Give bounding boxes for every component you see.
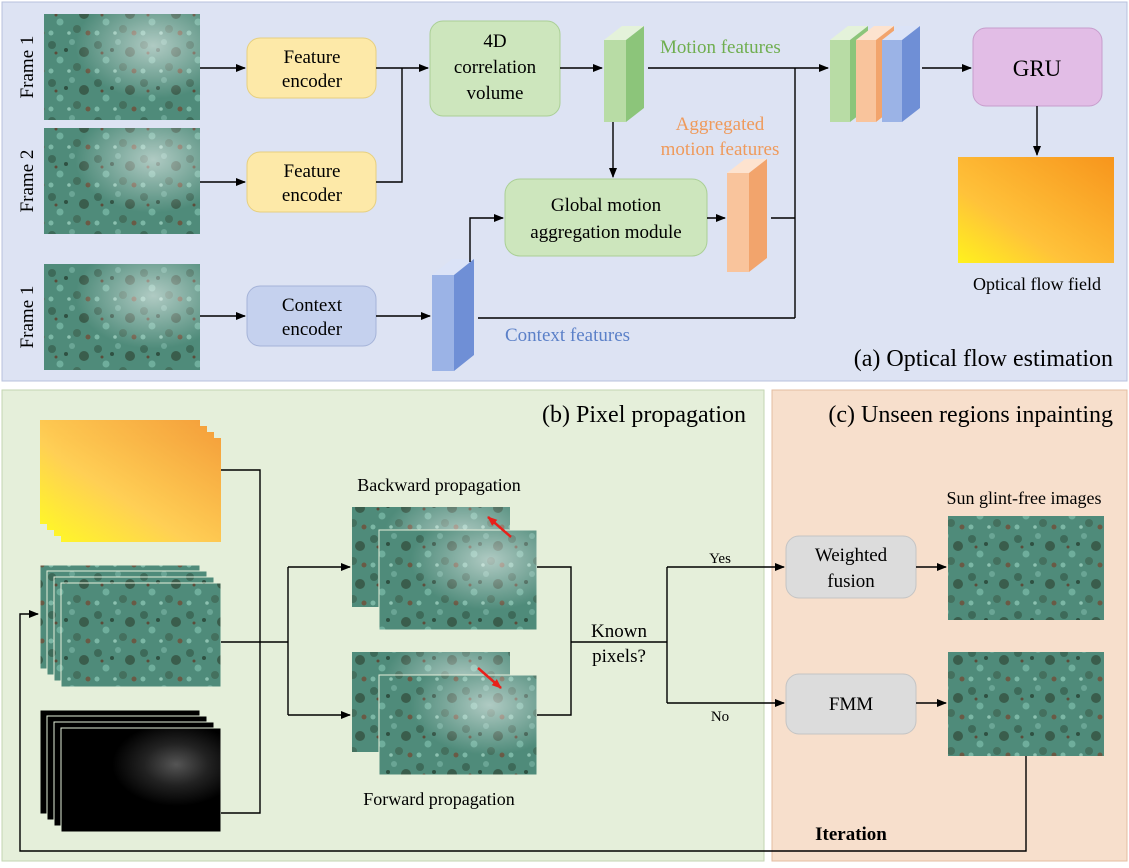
panel-b-title: (b) Pixel propagation — [542, 402, 746, 428]
known-pixels-line1: Known — [591, 621, 647, 642]
frame-1-image-top — [44, 14, 200, 120]
panel-a-connectors — [200, 64, 1041, 320]
feature-encoder-1-line1: Feature — [284, 47, 341, 68]
feature-encoder-2-line2: encoder — [282, 185, 343, 206]
stacked-feature-slabs — [830, 26, 920, 122]
panel-a-title: (a) Optical flow estimation — [854, 346, 1113, 372]
panel-c-title: (c) Unseen regions inpainting — [828, 402, 1113, 428]
global-motion-line2: aggregation module — [530, 222, 681, 243]
panel-c-background — [771, 389, 1128, 862]
frame-2-image — [44, 128, 200, 234]
backward-propagation-label: Backward propagation — [357, 475, 520, 495]
glint-free-image-yes — [948, 516, 1104, 620]
frame-stack — [39, 564, 222, 688]
flow-field-stack — [40, 420, 221, 542]
backward-red-arrow — [487, 516, 512, 538]
gru-label: GRU — [1013, 56, 1062, 81]
aggregated-label-line2: motion features — [661, 139, 780, 160]
frame-1-label-top: Frame 1 — [17, 36, 38, 99]
forward-red-arrow — [477, 667, 502, 689]
correlation-volume-line3: volume — [467, 83, 524, 104]
global-motion-line1: Global motion — [551, 195, 662, 216]
frame-1-image-bottom — [44, 264, 200, 370]
glint-free-image-no — [948, 652, 1104, 756]
correlation-volume-line2: correlation — [454, 57, 537, 78]
mask-stack — [39, 709, 222, 833]
feature-encoder-2-line1: Feature — [284, 161, 341, 182]
fmm-block — [785, 673, 917, 735]
frame-1-label-bottom: Frame 1 — [17, 286, 38, 349]
context-feature-slab — [432, 259, 474, 371]
forward-propagation-label: Forward propagation — [363, 789, 514, 809]
sun-glint-free-label: Sun glint-free images — [947, 488, 1102, 508]
feature-encoder-1-line2: encoder — [282, 71, 343, 92]
forward-propagation-images — [352, 652, 538, 776]
iteration-label: Iteration — [815, 824, 887, 845]
panel-bc-connectors — [19, 469, 1027, 852]
fmm-label: FMM — [829, 694, 873, 715]
backward-propagation-images — [352, 507, 538, 631]
motion-feature-slab — [604, 26, 644, 122]
weighted-fusion-line2: fusion — [827, 571, 875, 592]
no-label: No — [711, 709, 729, 725]
yes-label: Yes — [709, 551, 731, 567]
context-encoder-line2: encoder — [282, 319, 343, 340]
known-pixels-line2: pixels? — [592, 646, 646, 667]
context-encoder-line1: Context — [282, 295, 343, 316]
optical-flow-output — [958, 157, 1114, 263]
frame-2-label: Frame 2 — [17, 150, 38, 213]
context-features-label: Context features — [505, 325, 630, 346]
motion-features-label: Motion features — [660, 37, 781, 58]
optical-flow-field-label: Optical flow field — [973, 274, 1101, 294]
aggregated-feature-slab — [727, 159, 767, 272]
weighted-fusion-line1: Weighted — [815, 545, 888, 566]
correlation-volume-line1: 4D — [483, 31, 506, 52]
aggregated-label-line1: Aggregated — [676, 114, 765, 135]
global-motion-block — [504, 178, 708, 257]
